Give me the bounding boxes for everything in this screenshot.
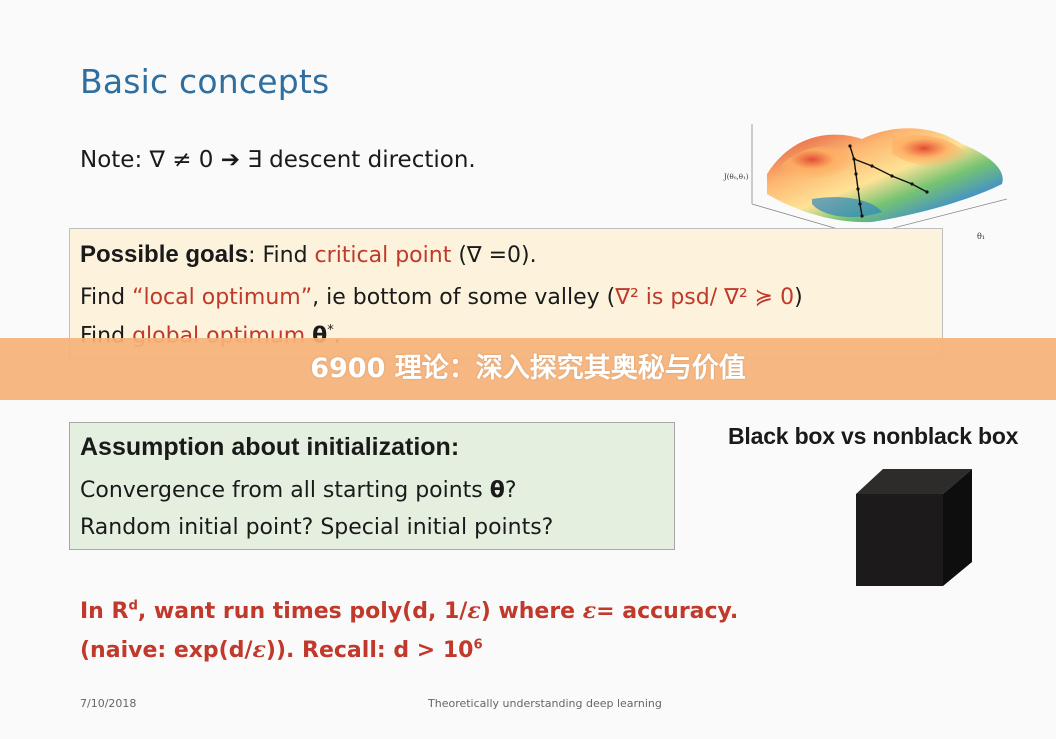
- recall-text: )). Recall: d > 10: [265, 638, 474, 663]
- slide-title: Basic concepts: [80, 62, 330, 101]
- footer-title: Theoretically understanding deep learnin…: [428, 697, 662, 710]
- goals-line-1: Possible goals: Find critical point (∇ =…: [80, 241, 537, 269]
- accuracy-text: = accuracy.: [596, 599, 739, 624]
- assumption-line-3: Random initial point? Special initial po…: [80, 515, 554, 540]
- six-superscript: 6: [473, 637, 483, 653]
- epsilon-3: ε: [252, 637, 266, 663]
- note-suffix: ∃ descent direction.: [240, 147, 476, 173]
- goals-text: : Find: [248, 243, 315, 268]
- runtime-text: , want run times poly(d, 1/: [137, 599, 468, 624]
- banner-text: 6900 理论：深入探究其奥秘与价值: [310, 353, 746, 384]
- d-superscript: d: [128, 598, 138, 614]
- footer-date: 7/10/2018: [80, 697, 137, 710]
- goals-label: Possible goals: [80, 241, 249, 268]
- overlay-banner: 6900 理论：深入探究其奥秘与价值: [0, 338, 1056, 400]
- arrow-icon: ➔: [220, 147, 241, 173]
- black-box-label: Black box vs nonblack box: [728, 423, 1019, 449]
- note-prefix: Note: ∇ ≠ 0: [80, 147, 221, 173]
- x-axis-label: θ₁: [977, 232, 985, 241]
- assumption-line-2: Convergence from all starting points θ?: [80, 478, 517, 503]
- assumption-box: Assumption about initialization: Converg…: [69, 422, 675, 550]
- poly-line-1: In Rd, want run times poly(d, 1/ε) where…: [80, 598, 738, 624]
- psd-condition-text: ∇² is psd/ ∇² ≽ 0: [615, 285, 795, 310]
- note-line: Note: ∇ ≠ 0 ➔ ∃ descent direction.: [80, 147, 476, 173]
- theta-symbol-2: θ: [489, 478, 505, 503]
- poly-line-2: (naive: exp(d/ε)). Recall: d > 106: [80, 637, 483, 663]
- epsilon-1: ε: [467, 598, 481, 624]
- loss-surface-plot: J(θ₀,θ₁) θ₁: [723, 124, 1008, 241]
- where-text: ) where: [480, 599, 583, 624]
- star-superscript: *: [327, 323, 334, 338]
- z-axis-label: J(θ₀,θ₁): [723, 173, 749, 181]
- assumption-heading: Assumption about initialization:: [80, 433, 460, 461]
- convergence-text: Convergence from all starting points: [80, 478, 490, 503]
- question-mark: ?: [504, 478, 517, 503]
- paren-close: ): [794, 285, 803, 310]
- valley-text: , ie bottom of some valley (: [312, 285, 616, 310]
- period: .: [333, 323, 341, 349]
- epsilon-2: ε: [582, 598, 597, 624]
- find-text: Find: [80, 285, 133, 310]
- local-optimum-text: “local optimum”: [132, 285, 313, 310]
- black-cube-icon: [856, 469, 972, 586]
- naive-text: (naive: exp(d/: [80, 638, 253, 663]
- critical-point-text: critical point: [314, 243, 452, 268]
- in-r-text: In R: [80, 599, 129, 624]
- goals-line-2: Find “local optimum”, ie bottom of some …: [80, 285, 803, 310]
- possible-goals-box: Possible goals: Find critical point (∇ =…: [69, 228, 943, 359]
- goals-tail: (∇ =0).: [451, 243, 537, 268]
